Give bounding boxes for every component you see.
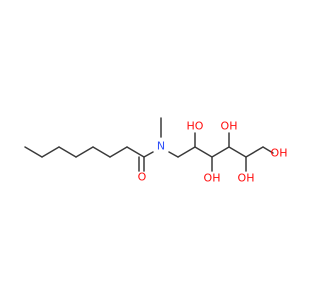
hydroxyl-label-c5: OH [238,172,255,185]
bond-chain-3 [58,146,77,158]
bond-sugar-4 [228,146,247,158]
hydroxyl-label-c3: OH [204,172,221,185]
bond-oh-c6 [262,146,274,154]
hydroxyl-label-c2: HO [187,120,204,133]
bond-layer [24,117,274,172]
bond-chain-4 [75,146,94,158]
bond-amide-cn [143,151,154,158]
hydroxyl-label-c6: OH [271,147,288,160]
bond-sugar-2 [194,146,213,158]
bond-chain-2 [41,146,60,158]
bond-chain-6 [109,146,128,158]
bond-n-ch2 [168,151,179,158]
bond-sugar-1 [177,146,196,158]
atom-label-layer: N O HO OH OH OH OH [138,120,288,185]
nitrogen-label: N [157,140,165,153]
bond-chain-1 [24,146,43,158]
bond-chain-7 [126,146,145,158]
carbonyl-oxygen-label: O [138,171,147,184]
bond-sugar-5 [245,146,264,158]
bond-sugar-3 [211,146,230,158]
hydroxyl-label-c4: OH [221,120,238,133]
molecule-structure: N O HO OH OH OH OH [24,117,288,185]
bond-chain-5 [92,146,111,158]
